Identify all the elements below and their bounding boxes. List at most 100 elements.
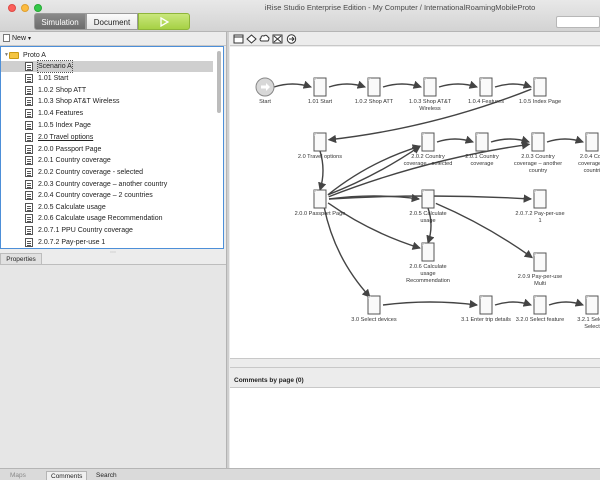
diagram-node-n101[interactable]: 1.01 Start bbox=[308, 77, 333, 105]
flow-arrow[interactable] bbox=[328, 80, 366, 89]
diagram-node-n20[interactable]: 2.0 Travel options bbox=[298, 132, 342, 160]
node-label: Start bbox=[259, 99, 271, 105]
page-icon bbox=[25, 168, 33, 177]
page-fold-icon bbox=[534, 253, 537, 256]
page-node-icon bbox=[421, 189, 435, 209]
tree-scrollbar[interactable] bbox=[216, 49, 222, 248]
tab-properties[interactable]: Properties bbox=[0, 253, 42, 264]
page-fold-icon bbox=[586, 133, 589, 136]
diagram-node-n102[interactable]: 1.0.2 Shop ATT bbox=[355, 77, 394, 105]
panel-resize-grip[interactable]: ⋯ bbox=[110, 250, 116, 256]
flow-arrow[interactable] bbox=[382, 299, 479, 309]
flow-arrow[interactable] bbox=[436, 135, 474, 144]
node-label: coverage – another bbox=[514, 161, 562, 167]
left-toolbar: New▾ bbox=[0, 32, 226, 46]
flow-arrow[interactable] bbox=[426, 207, 435, 244]
flow-arrow[interactable] bbox=[548, 298, 584, 307]
cloud-tool-icon[interactable] bbox=[259, 34, 270, 44]
play-icon bbox=[160, 17, 169, 27]
diagram-node-n30[interactable]: 3.0 Select devices bbox=[351, 295, 397, 323]
tree-item-label: 1.0.2 Shop ATT bbox=[38, 87, 87, 94]
decision-tool-icon[interactable] bbox=[246, 34, 257, 44]
flow-diagram[interactable]: Start 1.01 Start 1.0.2 Shop ATT 1.0.3 Shop … bbox=[230, 47, 600, 358]
play-button[interactable] bbox=[138, 13, 190, 30]
flow-arrow[interactable] bbox=[494, 80, 532, 89]
diagram-node-n200[interactable]: 2.0.0 Passport Page bbox=[295, 189, 346, 217]
node-label: Wireless bbox=[419, 106, 441, 112]
flow-arrow[interactable] bbox=[327, 88, 532, 144]
diagram-node-n31[interactable]: 3.1 Enter trip details bbox=[461, 295, 511, 323]
page-icon bbox=[25, 238, 33, 247]
vertical-splitter[interactable] bbox=[226, 32, 229, 468]
page-fold-icon bbox=[314, 133, 317, 136]
properties-panel bbox=[0, 264, 226, 468]
search-input[interactable] bbox=[556, 16, 600, 28]
flow-arrow[interactable] bbox=[438, 80, 479, 89]
node-label: 2.0.5 Calculate bbox=[409, 211, 446, 217]
flow-arrow[interactable] bbox=[490, 135, 531, 144]
tab-document[interactable]: Document bbox=[86, 13, 138, 30]
node-label: country bbox=[529, 168, 548, 174]
page-icon bbox=[25, 156, 33, 165]
flow-arrow[interactable] bbox=[323, 206, 371, 298]
arrow-right-icon[interactable] bbox=[286, 34, 297, 44]
flow-arrow[interactable] bbox=[382, 80, 423, 89]
diagram-node-n204[interactable]: 2.0.4 Coucoverage –countri bbox=[578, 132, 600, 174]
page-icon bbox=[25, 180, 33, 189]
tab-maps[interactable]: Maps bbox=[10, 472, 26, 479]
new-button[interactable]: New▾ bbox=[3, 34, 35, 44]
node-label: Multi bbox=[534, 281, 546, 287]
window-zoom-button[interactable] bbox=[34, 4, 42, 12]
diagram-node-start[interactable]: Start bbox=[255, 77, 275, 105]
page-icon bbox=[25, 203, 33, 212]
tab-comments[interactable]: Comments bbox=[46, 471, 88, 480]
flow-arrow[interactable] bbox=[273, 80, 312, 89]
new-button-label: New bbox=[12, 35, 27, 42]
scrollbar-thumb[interactable] bbox=[217, 51, 221, 113]
page-fold-icon bbox=[532, 133, 535, 136]
tree-item-label: 1.0.3 Shop AT&T Wireless bbox=[38, 98, 120, 105]
node-label: 1.0.3 Shop AT&T bbox=[409, 99, 452, 105]
new-page-icon bbox=[3, 34, 10, 43]
tree-scenario[interactable]: Scenario A bbox=[1, 60, 213, 73]
flow-arrow[interactable] bbox=[494, 298, 532, 307]
flow-arrow[interactable] bbox=[327, 145, 421, 196]
flow-arrow[interactable] bbox=[327, 202, 421, 250]
window-minimize-button[interactable] bbox=[21, 4, 29, 12]
horizontal-splitter[interactable] bbox=[230, 358, 600, 368]
page-node-icon bbox=[421, 242, 435, 262]
page-icon bbox=[25, 109, 33, 118]
window-close-button[interactable] bbox=[8, 4, 16, 12]
page-fold-icon bbox=[314, 190, 317, 193]
comments-header: Comments by page (0) bbox=[230, 374, 600, 388]
page-icon bbox=[25, 97, 33, 106]
tab-simulation[interactable]: Simulation bbox=[34, 13, 86, 30]
tab-search[interactable]: Search bbox=[96, 472, 117, 479]
page-node-icon bbox=[313, 132, 327, 152]
page-node-icon bbox=[533, 189, 547, 209]
flow-arrow[interactable] bbox=[328, 141, 531, 198]
tree-item-label: 1.0.5 Index Page bbox=[38, 122, 91, 129]
node-label: coverage – bbox=[578, 161, 600, 167]
flow-arrow[interactable] bbox=[327, 144, 422, 196]
flow-arrow[interactable] bbox=[318, 150, 327, 192]
diagram-node-n320[interactable]: 3.2.0 Select feature bbox=[516, 295, 565, 323]
disclosure-triangle-icon[interactable]: ▼ bbox=[4, 52, 9, 58]
layout-tool-icon[interactable] bbox=[272, 34, 283, 44]
page-tool-icon[interactable] bbox=[233, 34, 244, 44]
flow-arrow[interactable] bbox=[435, 202, 534, 259]
flow-arrow[interactable] bbox=[546, 135, 584, 144]
diagram-node-n104[interactable]: 1.0.4 Features bbox=[468, 77, 504, 105]
diagram-node-n321[interactable]: 3.2.1 SelectSelect bbox=[577, 295, 600, 330]
diagram-node-n105[interactable]: 1.0.5 Index Page bbox=[519, 77, 561, 105]
page-node-icon bbox=[585, 295, 599, 315]
